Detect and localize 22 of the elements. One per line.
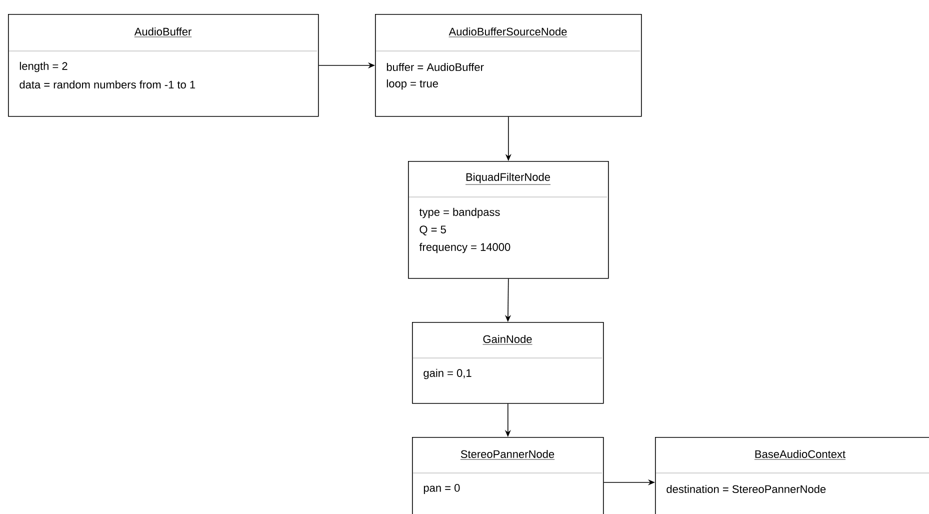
class-name: BaseAudioContext	[754, 450, 846, 460]
class-box	[8, 14, 319, 117]
attribute-text: destination = StereoPannerNode	[666, 484, 826, 494]
attribute-text: gain = 0,1	[424, 368, 472, 380]
class-name: AudioBuffer	[134, 27, 192, 38]
attribute-text: length = 2	[20, 62, 68, 72]
class-name: BiquadFilterNode	[465, 172, 551, 185]
attribute-text: pan = 0	[424, 484, 460, 494]
attribute-text: type = bandpass	[419, 208, 500, 218]
class-box	[375, 14, 642, 117]
class-name: AudioBufferSourceNode	[448, 27, 568, 38]
attribute-text: loop = true	[386, 79, 438, 90]
class-box	[412, 437, 604, 514]
attribute-text: data = random numbers from -1 to 1	[20, 80, 196, 89]
class-box	[412, 322, 604, 404]
class-box	[408, 161, 609, 279]
attribute-text: frequency = 14000	[419, 242, 510, 254]
class-name: StereoPannerNode	[460, 450, 555, 460]
attribute-text: Q = 5	[420, 226, 446, 236]
class-name: GainNode	[482, 334, 532, 345]
class-box	[655, 437, 929, 514]
attribute-text: buffer = AudioBuffer	[386, 62, 484, 72]
